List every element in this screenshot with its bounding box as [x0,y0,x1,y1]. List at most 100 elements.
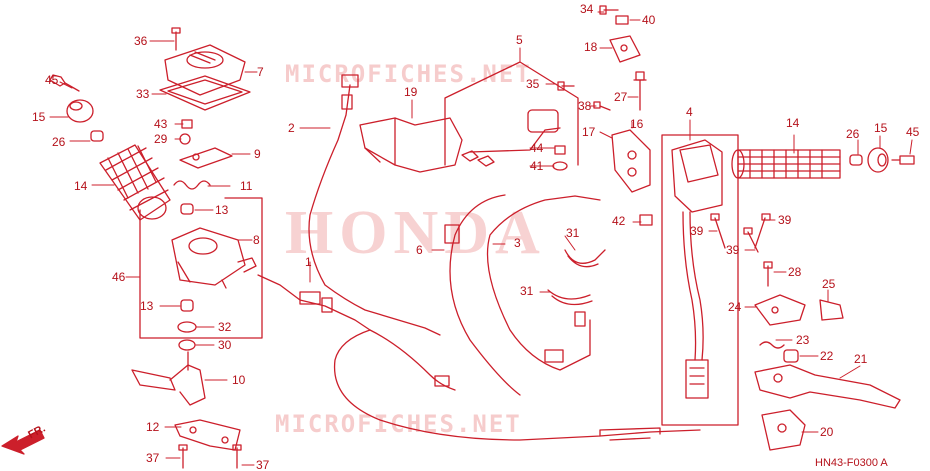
callout-41: 41 [530,159,544,173]
bracket-18 [609,35,641,63]
throttle-lever-10 [131,351,206,406]
throttle-arm-9 [179,147,233,169]
left-grip-14 [99,144,171,221]
callout-36: 36 [134,34,148,48]
lever-holder-20 [761,409,806,451]
right-end-45 [891,155,915,165]
callout-39-c: 39 [726,243,740,257]
group-bracket-46 [139,197,263,339]
throttle-cable-2 [308,74,441,336]
callout-3: 3 [514,236,521,250]
callout-15-left: 15 [32,110,46,124]
group-bracket-4 [661,134,739,426]
callout-45-right: 45 [906,125,920,139]
callout-31-upper: 31 [566,226,580,240]
switch-housing-19 [359,117,463,173]
callout-34: 34 [580,2,594,16]
callout-37-right: 37 [256,458,270,471]
seal-32 [177,321,197,333]
left-grip-end-45 [49,74,80,92]
callout-13-top: 13 [215,203,229,217]
callout-35: 35 [526,77,540,91]
callout-15-right: 15 [874,121,888,135]
switch-unit [671,139,723,399]
callout-6: 6 [416,243,423,257]
spring-11 [173,180,211,190]
collar-13-bottom [180,299,194,312]
leader-lines [49,11,913,466]
callout-24: 24 [728,300,742,314]
callout-26-right: 26 [846,127,860,141]
callout-21: 21 [854,352,868,366]
callout-39-a: 39 [690,224,704,238]
callout-44: 44 [530,141,544,155]
cable-3 [486,195,601,371]
diagram-code: HN43-F0300 A [815,457,888,469]
watermark-brand: HONDA [285,199,546,267]
callout-46: 46 [112,270,126,284]
callout-11: 11 [240,179,253,193]
screw-35 [557,81,575,91]
callout-32: 32 [218,320,232,334]
callout-27: 27 [614,90,628,104]
watermark-top: MICROFICHES.NET [285,60,532,88]
clutch-cable-6 [444,194,521,396]
throttle-cover-7 [164,44,246,96]
callout-16: 16 [630,117,644,131]
callout-26-left: 26 [52,135,66,149]
right-weight-15 [867,147,889,173]
callout-14-right: 14 [786,116,800,130]
collar-13-top [180,203,194,215]
callout-38: 38 [578,99,592,113]
bolt-28 [763,261,773,287]
callout-39-b: 39 [778,213,792,227]
callout-9: 9 [254,147,261,161]
callout-7: 7 [257,65,264,79]
watermark-bottom: MICROFICHES.NET [275,410,522,438]
clutch-holder-16 [611,129,651,193]
callout-30: 30 [218,338,232,352]
switch-assembly [461,109,561,167]
bolt-27 [633,71,647,111]
left-grip-collar-26 [90,130,104,142]
callout-5: 5 [516,33,523,47]
band-31-upper [564,249,606,268]
callout-14-left: 14 [74,179,88,193]
callout-4: 4 [686,105,693,119]
clutch-lever-21 [754,364,901,409]
screw-38 [593,101,611,111]
callout-31-lower: 31 [520,284,534,298]
callout-20: 20 [820,425,834,439]
callout-18: 18 [584,40,598,54]
callout-13-bottom: 13 [140,299,154,313]
lever-cover-25 [819,299,844,321]
bolts-39 [710,213,771,253]
throttle-housing-8 [171,227,257,289]
washer-30 [178,339,196,351]
callout-2: 2 [288,121,295,135]
washer-41 [552,161,568,171]
spring-23 [759,341,785,349]
callout-40: 40 [642,13,656,27]
nut-42 [639,214,653,226]
callout-42: 42 [612,214,626,228]
throttle-gasket-33 [159,75,251,111]
screw-36 [171,27,181,51]
callout-37-left: 37 [146,451,160,465]
collar-40 [615,15,629,25]
callout-22: 22 [820,349,834,363]
band-31-lower [547,289,593,306]
callout-1: 1 [305,255,312,269]
callout-10: 10 [232,373,246,387]
callout-12: 12 [146,420,160,434]
right-collar-26 [849,154,863,166]
callout-17: 17 [582,125,596,139]
right-grip-14 [731,149,841,179]
bolts-37 [178,444,242,469]
front-direction-arrow [1,429,45,455]
callout-29: 29 [154,132,168,146]
nut-44 [554,145,566,155]
callout-28: 28 [788,265,802,279]
